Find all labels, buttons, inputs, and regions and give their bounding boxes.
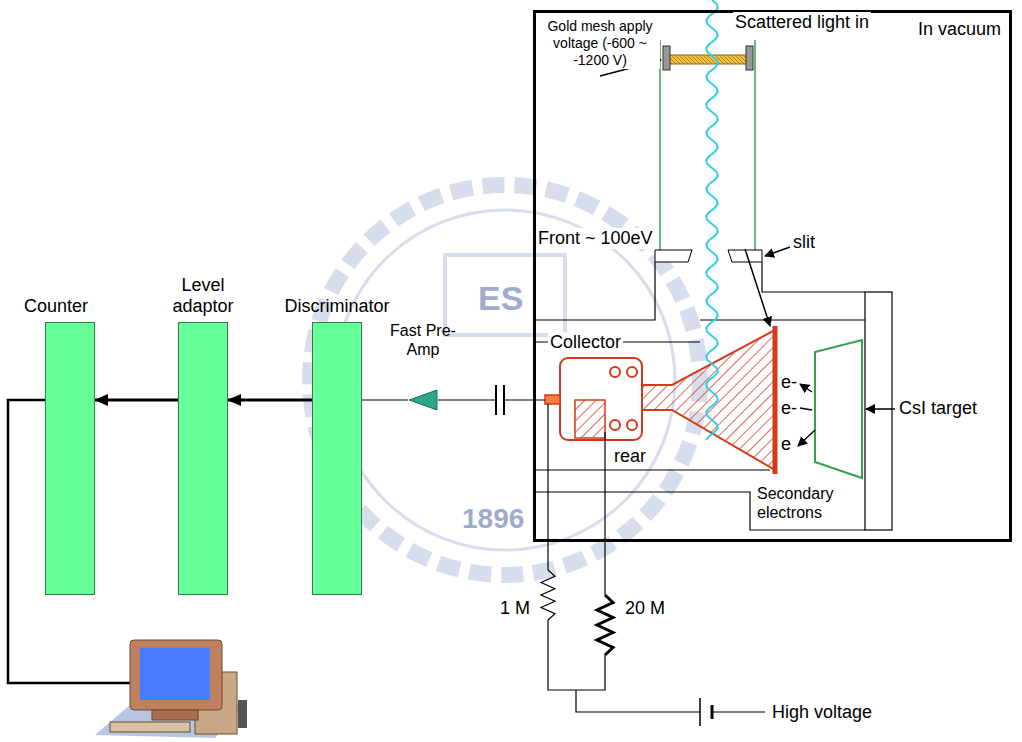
wiring bbox=[8, 385, 765, 726]
amplifier-triangle bbox=[408, 389, 438, 411]
node-label: Fast Pre-Amp bbox=[378, 321, 468, 359]
resistor-value: 20 M bbox=[625, 598, 665, 619]
node-label: Level adaptor bbox=[158, 275, 248, 317]
collector-label: Collector bbox=[548, 332, 623, 353]
slit-label: slit bbox=[793, 232, 815, 253]
scattered-light bbox=[706, 0, 718, 440]
electron-label: e bbox=[781, 434, 791, 455]
target-label: CsI target bbox=[899, 398, 977, 419]
electron-label: e- bbox=[781, 372, 797, 393]
resistor-symbol bbox=[597, 595, 613, 655]
level-adaptor-box: Level adaptor bbox=[178, 322, 228, 595]
discriminator-box: Discriminator bbox=[312, 322, 362, 595]
light-label: Scattered light in bbox=[733, 12, 871, 33]
node-label: Counter bbox=[0, 296, 116, 317]
counter-box: Counter bbox=[45, 322, 95, 595]
secondary-label: Secondary electrons bbox=[757, 484, 857, 522]
vacuum-chamber: In vacuum bbox=[533, 10, 1012, 542]
signal-arrow bbox=[362, 399, 408, 400]
csi-target bbox=[815, 340, 862, 478]
mesh-label: Gold mesh apply voltage (-600 ~ -1200 V) bbox=[540, 18, 660, 69]
rear-label: rear bbox=[612, 446, 648, 467]
signal-arrow bbox=[228, 399, 312, 402]
detector-housing bbox=[533, 262, 892, 530]
front-label: Front ~ 100eV bbox=[536, 228, 655, 249]
resistor-symbol bbox=[541, 570, 555, 620]
signal-arrow bbox=[95, 399, 178, 402]
electron-label: e- bbox=[781, 398, 797, 419]
channeltron bbox=[545, 249, 775, 474]
watermark-text: 1896 bbox=[462, 503, 524, 535]
node-label: In vacuum bbox=[918, 19, 1001, 40]
computer-icon bbox=[95, 640, 247, 738]
node-label: Discriminator bbox=[267, 296, 407, 317]
supply-label: High voltage bbox=[772, 702, 872, 723]
resistor-value: 1 M bbox=[500, 598, 530, 619]
watermark bbox=[310, 185, 700, 575]
watermark-text: ES bbox=[478, 278, 523, 318]
amplifier-symbol: Fast Pre-Amp bbox=[408, 389, 438, 411]
electron-arrows bbox=[798, 384, 815, 446]
